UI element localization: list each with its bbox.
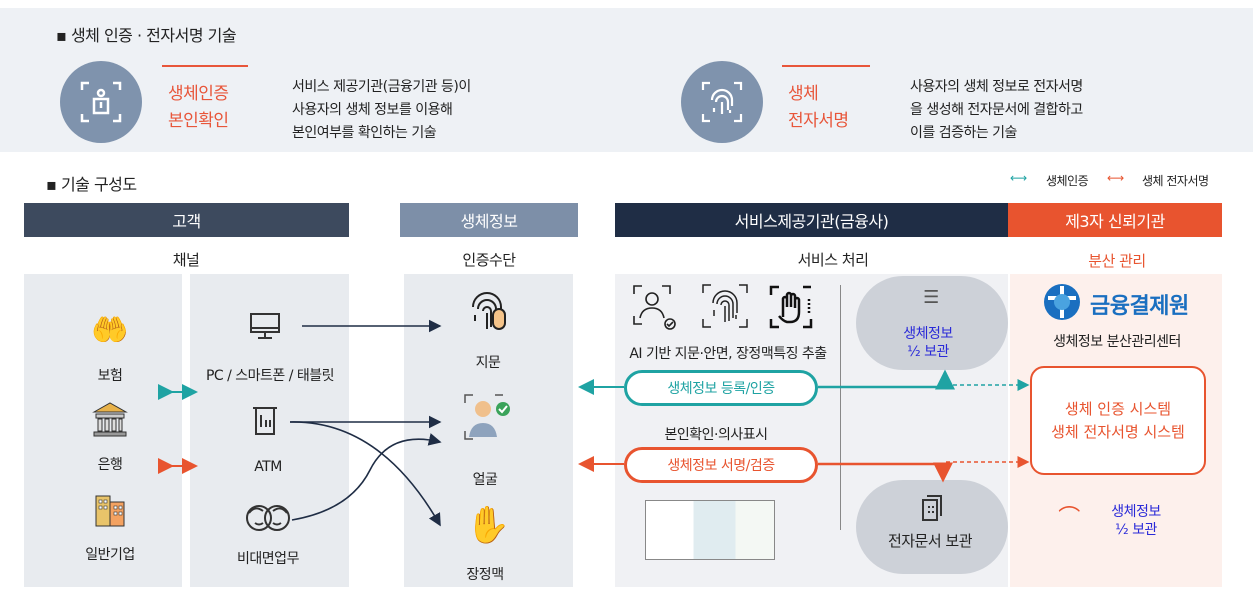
third-half-store-line: ½ 보관 xyxy=(1115,522,1157,538)
system-auth: 생체 인증 시스템 xyxy=(1064,399,1172,418)
means-face: 얼굴 xyxy=(472,472,498,488)
customer-insurance: 보험 xyxy=(97,368,123,384)
header-customer: 고객 xyxy=(24,203,349,237)
legend-auth-label: 생체인증 xyxy=(1046,174,1089,188)
company-icon xyxy=(88,488,132,532)
legend-auth-arrow-icon: ⟷ xyxy=(1010,171,1027,185)
means-fingerprint: 지문 xyxy=(475,355,501,371)
half-store-line: 생체정보 xyxy=(903,326,953,342)
customer-panel xyxy=(24,274,182,587)
half-store-label: 생체정보 ½ 보관 xyxy=(903,325,953,361)
atm-to-palm-arrow xyxy=(289,421,441,527)
sign-divider xyxy=(782,65,870,67)
header-bio: 생체정보 xyxy=(400,203,578,237)
untact-icon xyxy=(244,500,292,536)
kftc-logo-text: 금융결제원 xyxy=(1090,294,1189,319)
face-icon xyxy=(462,392,514,442)
register-auth-label: 생체정보 등록/인증 xyxy=(667,381,775,397)
fingerprint-icon xyxy=(462,286,512,336)
channel-pc: PC / 스마트폰 / 태블릿 xyxy=(205,368,335,384)
sign-desc-line: 사용자의 생체 정보로 전자서명 xyxy=(910,79,1083,95)
customer-company: 일반기업 xyxy=(85,547,135,563)
bank-icon xyxy=(88,398,132,442)
header-third-party: 제3자 신뢰기관 xyxy=(1008,203,1222,237)
sign-label-line: 생체 xyxy=(788,84,819,104)
overview-title-text: 생체 인증 · 전자서명 기술 xyxy=(70,26,237,45)
sign-desc-line: 을 생성해 전자문서에 결합하고 xyxy=(910,102,1083,118)
auth-desc-line: 서비스 제공기관(금융기관 등)이 xyxy=(292,79,471,95)
auth-label-line: 생체인증 xyxy=(168,84,229,104)
distributed-center-label: 생체정보 분산관리센터 xyxy=(1053,334,1181,350)
palm-vein-icon: ✋ xyxy=(465,505,511,546)
auth-label-line: 본인확인 xyxy=(168,111,229,131)
intent-text: 본인확인·의사표시 xyxy=(664,427,769,443)
auth-desc-line: 본인여부를 확인하는 기술 xyxy=(292,125,437,141)
pc-icon xyxy=(248,310,282,342)
legend-sign-label: 생체 전자서명 xyxy=(1142,174,1209,188)
doc-store-label: 전자문서 보관 xyxy=(887,532,973,550)
register-to-half-store-arrow xyxy=(818,369,955,390)
means-palm-vein: 장정맥 xyxy=(466,567,504,583)
documents-image xyxy=(645,500,775,560)
customer-bank: 은행 xyxy=(97,457,123,473)
sign-desc-line: 이를 검증하는 기술 xyxy=(910,125,1017,141)
overview-title: ▪ 생체 인증 · 전자서명 기술 xyxy=(56,26,237,45)
auth-icon xyxy=(60,61,142,143)
fingerprint-half-icon: ☰ xyxy=(923,287,939,308)
half-store-blob xyxy=(856,276,1008,370)
insurance-icon: 🤲 xyxy=(91,312,129,348)
sign-verify-label: 생체정보 서명/검증 xyxy=(667,458,775,474)
subheader-channel: 채널 xyxy=(172,251,200,269)
fingerprint-sign-icon xyxy=(681,61,763,143)
auth-desc-line: 사용자의 생체 정보를 이용해 xyxy=(292,102,453,118)
third-half-store-line: 생체정보 xyxy=(1111,504,1161,520)
channel-untact: 비대면업무 xyxy=(237,551,299,567)
overview-band xyxy=(0,8,1253,152)
extract-text: AI 기반 지문·안면, 장정맥특징 추출 xyxy=(629,346,827,362)
subheader-process: 서비스 처리 xyxy=(797,251,869,269)
half-store-line: ½ 보관 xyxy=(907,344,949,360)
untact-to-face-arrow xyxy=(291,433,442,521)
channel-atm: ATM xyxy=(254,459,282,475)
subheader-means: 인증수단 xyxy=(462,251,516,269)
fingerprint-scan-icon xyxy=(700,282,750,330)
sign-verify-pill: 생체정보 서명/검증 xyxy=(624,447,818,483)
diagram-title: ▪ 기술 구성도 xyxy=(46,175,137,194)
legend-sign-arrow-icon: ⟷ xyxy=(1107,171,1124,185)
palm-scan-icon xyxy=(768,284,814,330)
system-sign: 생체 전자서명 시스템 xyxy=(1051,422,1185,441)
auth-divider xyxy=(162,65,248,67)
process-divider xyxy=(840,285,841,530)
sign-to-doc-store-arrow xyxy=(818,462,953,483)
sign-label-line: 전자서명 xyxy=(788,111,849,131)
subheader-distributed: 분산 관리 xyxy=(1088,252,1146,270)
register-auth-pill: 생체정보 등록/인증 xyxy=(624,370,818,406)
face-recognition-icon xyxy=(632,284,678,332)
kftc-logo-icon xyxy=(1040,282,1084,322)
document-building-icon xyxy=(920,493,944,523)
diagram-title-text: 기술 구성도 xyxy=(60,175,137,194)
fingerprint-half-orange-icon: ⌒ xyxy=(1058,506,1080,531)
header-provider: 서비스제공기관(금융사) xyxy=(615,203,1008,237)
atm-icon xyxy=(250,404,280,438)
third-half-store-label: 생체정보 ½ 보관 xyxy=(1111,503,1161,539)
